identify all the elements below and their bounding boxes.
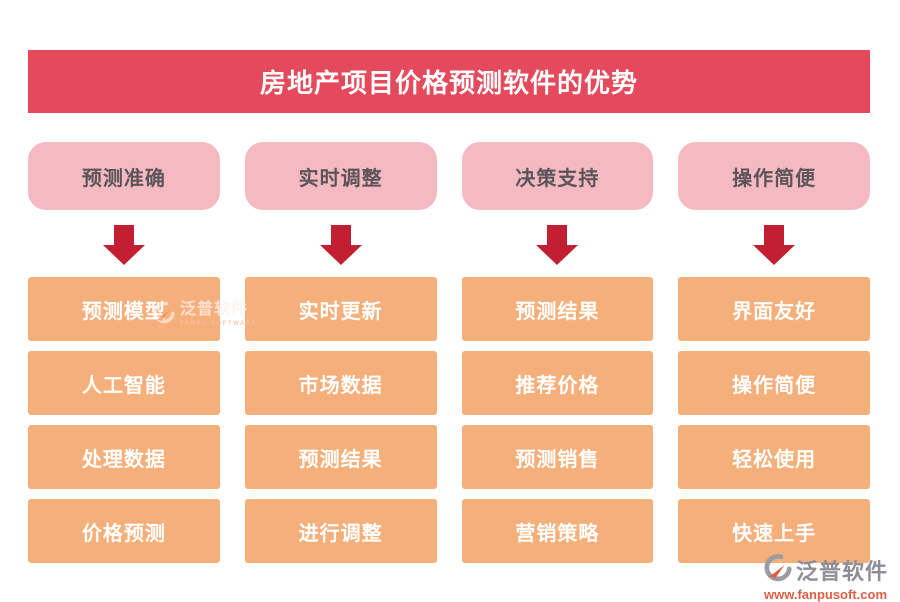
category-header: 操作简便 — [678, 142, 870, 210]
down-arrow-icon — [462, 210, 654, 277]
arrow-stem — [764, 224, 785, 245]
feature-box: 处理数据 — [28, 425, 220, 489]
feature-box: 预测结果 — [244, 425, 437, 489]
feature-box: 实时更新 — [244, 277, 437, 341]
column-decision-support: 决策支持 预测结果 推荐价格 预测销售 营销策略 — [461, 142, 654, 563]
feature-box: 推荐价格 — [461, 351, 654, 415]
feature-box: 预测销售 — [461, 425, 654, 489]
footer-brand-logo: 泛普软件 www.fanpusoft.com — [753, 552, 898, 602]
column-realtime-adjust: 实时调整 实时更新 市场数据 预测结果 进行调整 — [244, 142, 437, 563]
down-arrow-icon — [678, 210, 870, 277]
arrow-head — [319, 244, 362, 265]
feature-box: 操作简便 — [678, 351, 870, 415]
arrow-stem — [330, 224, 351, 245]
arrow-head — [536, 244, 579, 265]
advantage-columns: 预测准确 预测模型 人工智能 处理数据 价格预测 实时调整 实时更新 市场数据 … — [28, 142, 870, 563]
footer-brand-row: 泛普软件 — [763, 552, 888, 587]
category-header: 决策支持 — [461, 142, 654, 210]
footer-website: www.fanpusoft.com — [763, 587, 888, 602]
down-arrow-icon — [245, 210, 437, 277]
feature-box: 营销策略 — [461, 499, 654, 563]
down-arrow-icon — [28, 210, 220, 277]
arrow-head — [753, 244, 796, 265]
feature-box: 界面友好 — [678, 277, 870, 341]
arrow-stem — [547, 224, 568, 245]
arrow-head — [102, 244, 145, 265]
feature-box: 市场数据 — [244, 351, 437, 415]
category-header: 实时调整 — [244, 142, 437, 210]
arrow-stem — [113, 224, 134, 245]
feature-box: 价格预测 — [28, 499, 220, 563]
feature-box: 快速上手 — [678, 499, 870, 563]
title-banner: 房地产项目价格预测软件的优势 — [28, 50, 870, 113]
feature-box: 人工智能 — [28, 351, 220, 415]
category-header: 预测准确 — [28, 142, 220, 210]
column-easy-operation: 操作简便 界面友好 操作简便 轻松使用 快速上手 — [678, 142, 870, 563]
feature-box: 进行调整 — [244, 499, 437, 563]
feature-box: 预测模型 — [28, 277, 220, 341]
feature-box: 轻松使用 — [678, 425, 870, 489]
page-title: 房地产项目价格预测软件的优势 — [259, 68, 638, 98]
feature-box: 预测结果 — [461, 277, 654, 341]
column-prediction-accuracy: 预测准确 预测模型 人工智能 处理数据 价格预测 — [28, 142, 220, 563]
footer-brand-name: 泛普软件 — [795, 558, 888, 584]
fanpu-logo-icon — [763, 552, 793, 587]
